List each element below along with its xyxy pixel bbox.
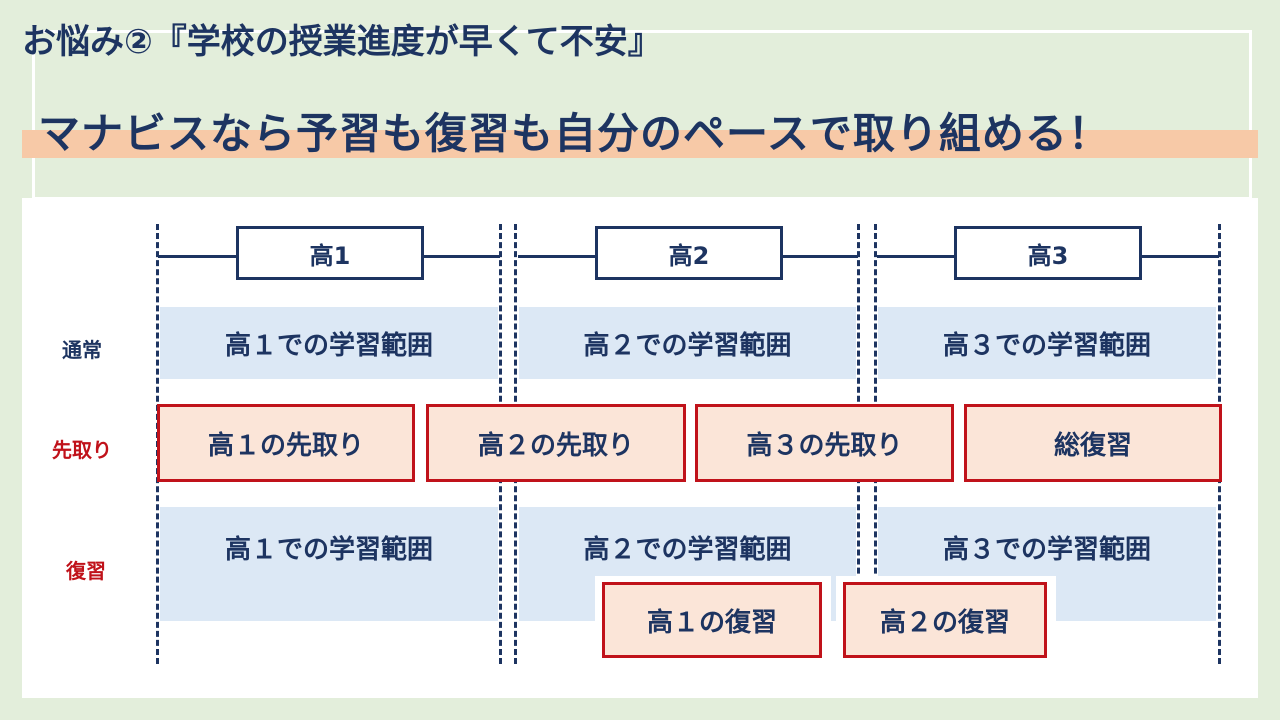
page-title: お悩み②『学校の授業進度が早くて不安』 <box>22 22 662 62</box>
headline-highlight <box>22 130 1258 158</box>
normal-range-2: 高２での学習範囲 <box>519 307 856 379</box>
year-box-1: 高1 <box>236 226 424 280</box>
headline: マナビスなら予習も復習も自分のペースで取り組める！ <box>38 109 1111 158</box>
normal-range-3: 高３での学習範囲 <box>878 307 1216 379</box>
row-label-normal: 通常 <box>62 338 102 362</box>
row-label-review: 復習 <box>66 559 106 583</box>
advance-box-2: 高２の先取り <box>426 404 686 482</box>
review-box-2: 高２の復習 <box>843 582 1047 658</box>
advance-box-3: 高３の先取り <box>695 404 954 482</box>
review-box-1: 高１の復習 <box>602 582 822 658</box>
review-range-1: 高１での学習範囲 <box>160 507 498 621</box>
advance-box-review-all: 総復習 <box>964 404 1222 482</box>
advance-box-1: 高１の先取り <box>157 404 415 482</box>
year-box-3: 高3 <box>954 226 1142 280</box>
year-box-2: 高2 <box>595 226 783 280</box>
normal-range-1: 高１での学習範囲 <box>160 307 498 379</box>
row-label-advance: 先取り <box>52 438 112 462</box>
